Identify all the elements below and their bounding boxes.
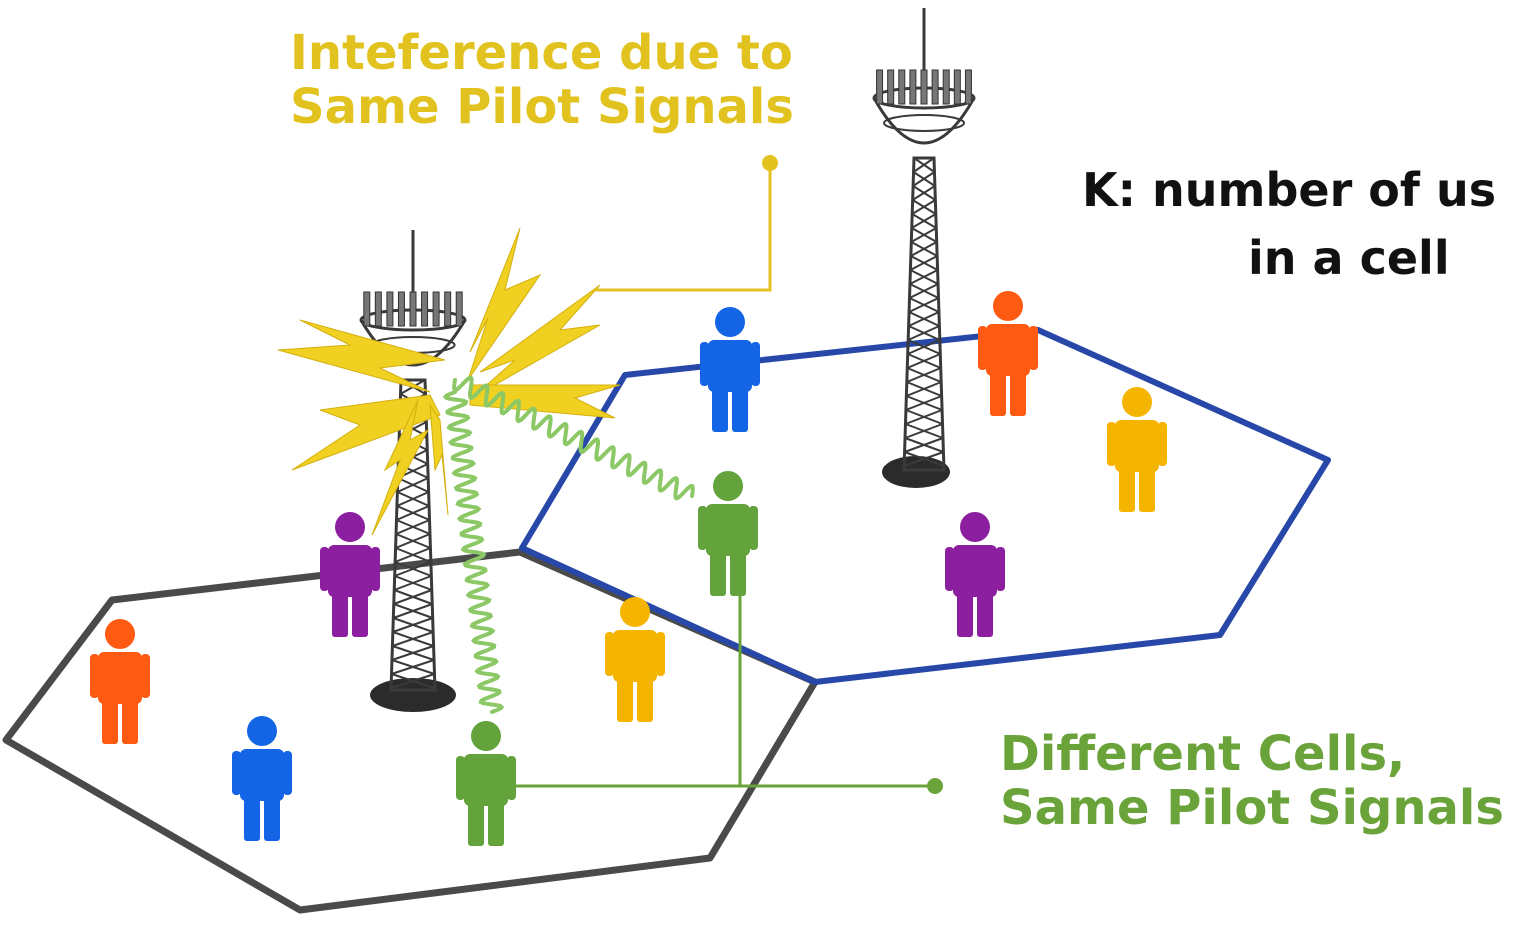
user-figure-icon [90, 619, 150, 744]
user-figure-icon [320, 512, 380, 637]
user-figure-icon [1107, 387, 1167, 512]
user-figure-icon [698, 471, 758, 596]
user-figure-icon [456, 721, 516, 846]
user-figure-icon [232, 716, 292, 841]
same-pilot-leader-line [515, 596, 943, 794]
k-users-note-line-2: in a cell [1248, 231, 1450, 285]
user-figure-icon [945, 512, 1005, 637]
interference-label-line-1: Inteference due to [290, 25, 793, 81]
cell-left-hexagon [2, 548, 819, 914]
same-pilot-label: Different Cells, Same Pilot Signals [1000, 727, 1504, 835]
k-users-note-line-1: K: number of us [1082, 163, 1497, 217]
cell-tower-icon [872, 8, 976, 488]
same-pilot-label-line-1: Different Cells, [1000, 726, 1406, 782]
signal-wave-icon [442, 375, 695, 714]
cell-right-hexagon [519, 327, 1331, 685]
user-figure-icon [978, 291, 1038, 416]
k-users-note: K: number of us in a cell [1082, 156, 1496, 292]
user-figure-icon [700, 307, 760, 432]
lightning-bolt-icon [277, 227, 621, 536]
user-figure-icon [605, 597, 665, 722]
same-pilot-label-line-2: Same Pilot Signals [1000, 780, 1504, 836]
interference-label-line-2: Same Pilot Signals [290, 79, 794, 135]
interference-label: Inteference due to Same Pilot Signals [290, 26, 794, 134]
cell-tower-icon [359, 230, 467, 712]
interference-leader-line [595, 155, 778, 292]
